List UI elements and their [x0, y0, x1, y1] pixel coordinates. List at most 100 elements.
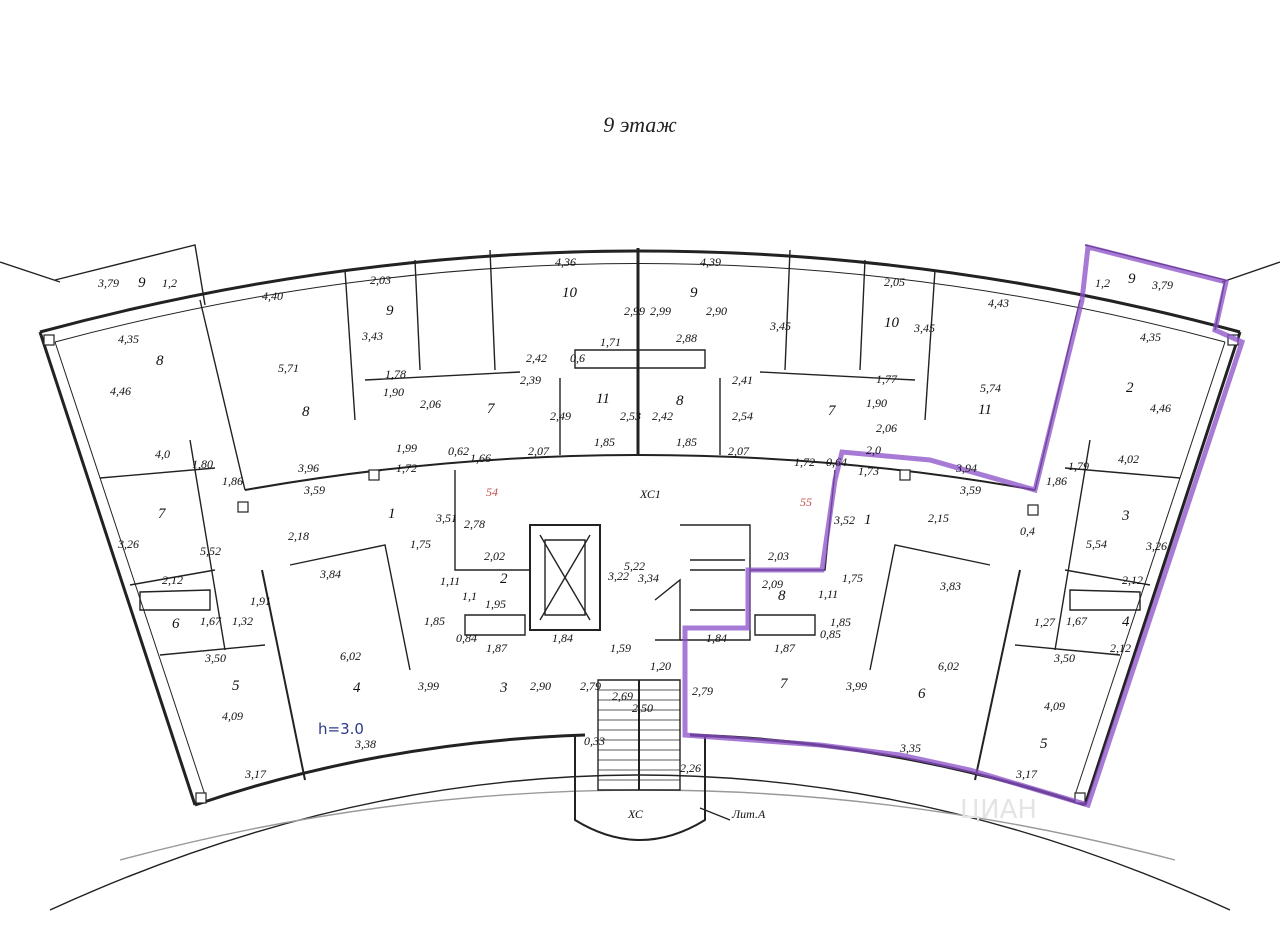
column: [195, 792, 207, 804]
left-balcony: [54, 244, 206, 306]
column: [368, 469, 380, 481]
dim-label: 2,07: [528, 444, 550, 458]
building-label: Лит.А: [731, 807, 766, 821]
labels: 3,79 9 1,2 4,35 8 4,46 4,0 1,80 7 3,26 5…: [97, 255, 1173, 825]
dim-label: 1,72: [794, 455, 815, 469]
dim-label: 4,09: [1044, 699, 1065, 713]
dim-label: 3,99: [845, 679, 867, 693]
dim-label: 4,43: [988, 296, 1009, 310]
east-wall: [1083, 331, 1242, 806]
dim-label: 4,35: [118, 332, 139, 346]
dim-label: 1,77: [876, 372, 898, 386]
dim-label: 1,20: [650, 659, 671, 673]
bath-fixture: [1069, 589, 1141, 611]
dim-label: 3,17: [1015, 767, 1038, 781]
kitchen-counter: [754, 614, 816, 636]
dim-label: 6,02: [340, 649, 361, 663]
dim-label: 2,90: [530, 679, 551, 693]
dim-label: 1,87: [774, 641, 796, 655]
dim-label: 3,51: [435, 511, 457, 525]
room-number: 8: [778, 588, 786, 604]
highlighted-unit: [682, 243, 1246, 809]
dim-label: 2,99: [650, 304, 671, 318]
dim-label: 1,75: [842, 571, 863, 585]
dim-label: 1,86: [222, 474, 243, 488]
dim-label: 1,85: [424, 614, 445, 628]
room-number: 7: [828, 403, 837, 419]
wall: [364, 371, 521, 381]
unit-number-right: 55: [800, 495, 812, 509]
room-number: 9: [690, 285, 698, 301]
room-number: 3: [1121, 508, 1130, 524]
dim-label: 6,02: [938, 659, 959, 673]
east-wall-inner: [1074, 341, 1226, 796]
dim-label: 2,42: [526, 351, 547, 365]
dim-label: 4,40: [262, 289, 283, 303]
north-facade-inner: [54, 263, 1226, 343]
room-number: 2: [500, 571, 508, 587]
dim-label: 4,39: [700, 255, 721, 269]
dim-label: 3,34: [637, 571, 659, 585]
dim-label: 2,03: [370, 273, 391, 287]
dim-label: 1,67: [200, 614, 222, 628]
corridor-code: ХС1: [639, 487, 661, 501]
corridor-wall-north: [244, 454, 1036, 491]
corridor-wall-left: [454, 470, 530, 571]
dim-label: 2,49: [550, 409, 571, 423]
dim-label: 5,74: [980, 381, 1001, 395]
dim-label: 2,0: [866, 443, 881, 457]
dim-label: 1,71: [600, 335, 621, 349]
dim-label: 2,12: [162, 573, 183, 587]
column: [43, 334, 55, 346]
dim-label: 3,50: [1053, 651, 1075, 665]
room-number: 11: [978, 402, 992, 418]
dim-label: 3,52: [833, 513, 855, 527]
dim-label: 1,73: [858, 464, 879, 478]
dim-label: 3,79: [1151, 278, 1173, 292]
dim-label: 3,99: [417, 679, 439, 693]
shaft-lines: [690, 559, 745, 611]
room-number: 9: [386, 303, 394, 319]
dim-label: 5,52: [200, 544, 221, 558]
dim-label: 3,22: [607, 569, 629, 583]
room-number: 6: [172, 616, 180, 632]
dim-label: 2,03: [768, 549, 789, 563]
corridor-counter: [574, 349, 706, 369]
dim-label: 3,59: [303, 483, 325, 497]
dim-label: 4,0: [155, 447, 170, 461]
wall: [859, 259, 866, 371]
dim-label: 3,45: [769, 319, 791, 333]
wall: [159, 644, 266, 656]
wall: [99, 467, 216, 479]
wall: [489, 249, 496, 371]
dim-label: 1,78: [385, 367, 406, 381]
west-wall: [38, 331, 197, 806]
room-number: 4: [1122, 614, 1130, 630]
floor-title: 9 этаж: [603, 112, 677, 137]
dim-label: 1,90: [383, 385, 404, 399]
dim-label: 2,54: [732, 409, 753, 423]
dim-label: 1,2: [1095, 276, 1110, 290]
room-number: 6: [918, 686, 926, 702]
wall: [784, 249, 791, 371]
dim-label: 2,15: [928, 511, 949, 525]
dim-label: 0,62: [448, 444, 469, 458]
north-facade-wall: [39, 249, 1241, 334]
wall: [1014, 644, 1121, 656]
wall: [261, 569, 306, 781]
dim-label: 2,06: [876, 421, 897, 435]
dim-label: 2,02: [484, 549, 505, 563]
wall: [974, 569, 1021, 781]
dim-label: 2,12: [1110, 641, 1131, 655]
dim-label: 1,1: [462, 589, 477, 603]
elevator-shaft: [529, 524, 601, 631]
wall: [189, 439, 226, 651]
wall: [869, 544, 991, 671]
room-number: 8: [676, 393, 684, 409]
dim-label: 0,85: [820, 627, 841, 641]
dim-label: 2,26: [680, 761, 701, 775]
dim-label: 1,86: [1046, 474, 1067, 488]
dim-label: 3,35: [899, 741, 921, 755]
kitchen-counter: [464, 614, 526, 636]
